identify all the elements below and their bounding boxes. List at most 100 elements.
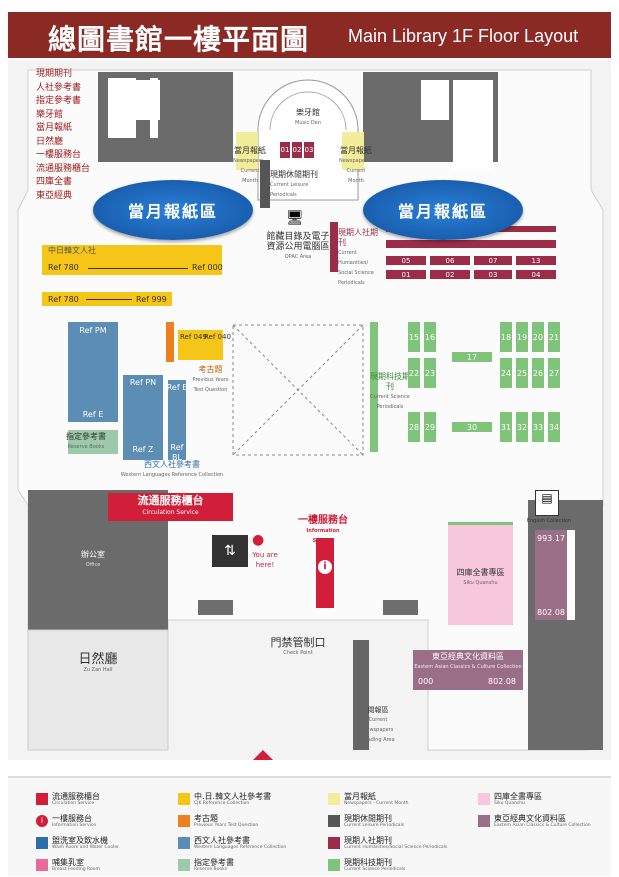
cjk-range-start: Ref 780 (48, 263, 79, 272)
washroom-left (110, 80, 160, 120)
elevator-icon: ⇅ (212, 535, 248, 567)
directory-item: 日然廳 (36, 136, 64, 147)
siku-area (448, 525, 513, 625)
green-shelf: 16 (424, 322, 436, 352)
washroom-icon (36, 837, 48, 849)
cjk-range-end: Ref 000 (192, 263, 223, 272)
legend-swatch (178, 837, 190, 849)
reserve-shelf (68, 430, 118, 454)
legend-swatch (178, 859, 190, 871)
green-shelf: 26 (532, 358, 544, 388)
circulation-desk: 流通服務櫃台 Circulation Service (108, 493, 233, 521)
directory-item: 人社參考書 (36, 82, 82, 93)
east-asian-range-b: 802.08 (488, 677, 516, 686)
green-shelf: 31 (500, 412, 512, 442)
washroom-right (453, 80, 493, 170)
western-stack (123, 375, 163, 460)
science-rack (370, 322, 378, 452)
music-room: 01 (280, 142, 290, 158)
directory-item: 指定參考書 (36, 96, 82, 106)
english-range-top: 993.17 (537, 534, 565, 543)
green-shelf: 18 (500, 322, 512, 352)
maroon-shelf: 04 (516, 270, 556, 279)
green-shelf: 27 (548, 358, 560, 388)
green-shelf: 17 (452, 352, 492, 362)
green-shelf: 19 (516, 322, 528, 352)
english-range-bottom: 802.08 (537, 608, 565, 617)
green-shelf: 24 (500, 358, 512, 388)
legend-swatch (328, 859, 340, 871)
green-shelf: 20 (532, 322, 544, 352)
maroon-shelf: 05 (386, 256, 426, 265)
you-are-here-label: You are here! (252, 551, 278, 569)
stack-top: Ref E (166, 383, 188, 392)
green-shelf: 29 (424, 412, 436, 442)
green-shelf: 21 (548, 322, 560, 352)
music-rooms: 01 02 03 (280, 142, 314, 158)
maroon-shelf (386, 240, 556, 248)
cjk-label: 中日韓文人社 (48, 246, 96, 255)
east-asian-shelf (413, 650, 523, 690)
directory-item: 流通服務櫃台 (36, 163, 91, 174)
directory-item: 一樓服務台 (36, 150, 82, 160)
green-shelf: 28 (408, 412, 420, 442)
info-icon: i (36, 815, 48, 827)
stack-top: Ref PM (79, 326, 107, 335)
legend-swatch (478, 815, 490, 827)
bookshelf-icon: ▤ (535, 490, 559, 516)
ref-row2-arrow (86, 299, 132, 300)
maroon-shelf: 13 (516, 256, 556, 265)
exam-ref-a: Ref 049 (180, 333, 207, 341)
newspaper-rack-right (342, 132, 364, 170)
exam-shelf-orange (166, 322, 174, 362)
green-shelf: 25 (516, 358, 528, 388)
stack-bottom: Ref E (82, 410, 104, 419)
leisure-rack (260, 160, 270, 208)
reading-area-rack (353, 640, 369, 750)
green-shelf: 34 (548, 412, 560, 442)
ref-row2-start: Ref 780 (48, 295, 79, 304)
western-stack (68, 322, 118, 422)
music-room: 03 (304, 142, 314, 158)
directory-list: 現期期刊 人社參考書 指定參考書 樂牙館 當月報紙 日然廳 一樓服務台 流通服務… (36, 68, 90, 203)
maroon-shelf: 07 (474, 256, 512, 265)
computer-icon: 🖥 (286, 210, 304, 226)
siku-top-shelf (448, 522, 513, 525)
info-icon: i (318, 560, 332, 574)
directory-item: 四庫全書 (36, 177, 73, 187)
stack-top: Ref PN (129, 378, 157, 387)
english-collection-label: English Collection (526, 518, 572, 524)
legend-swatch (328, 793, 340, 805)
green-shelf: 15 (408, 322, 420, 352)
green-shelf: 32 (516, 412, 528, 442)
humanities-rack (330, 222, 338, 272)
legend-swatch (36, 793, 48, 805)
cjk-reference-shelf (42, 245, 222, 275)
exam-ref-shelf (178, 330, 223, 360)
directory-item: 樂牙館 (36, 109, 64, 120)
newspaper-rack-left (236, 132, 258, 170)
